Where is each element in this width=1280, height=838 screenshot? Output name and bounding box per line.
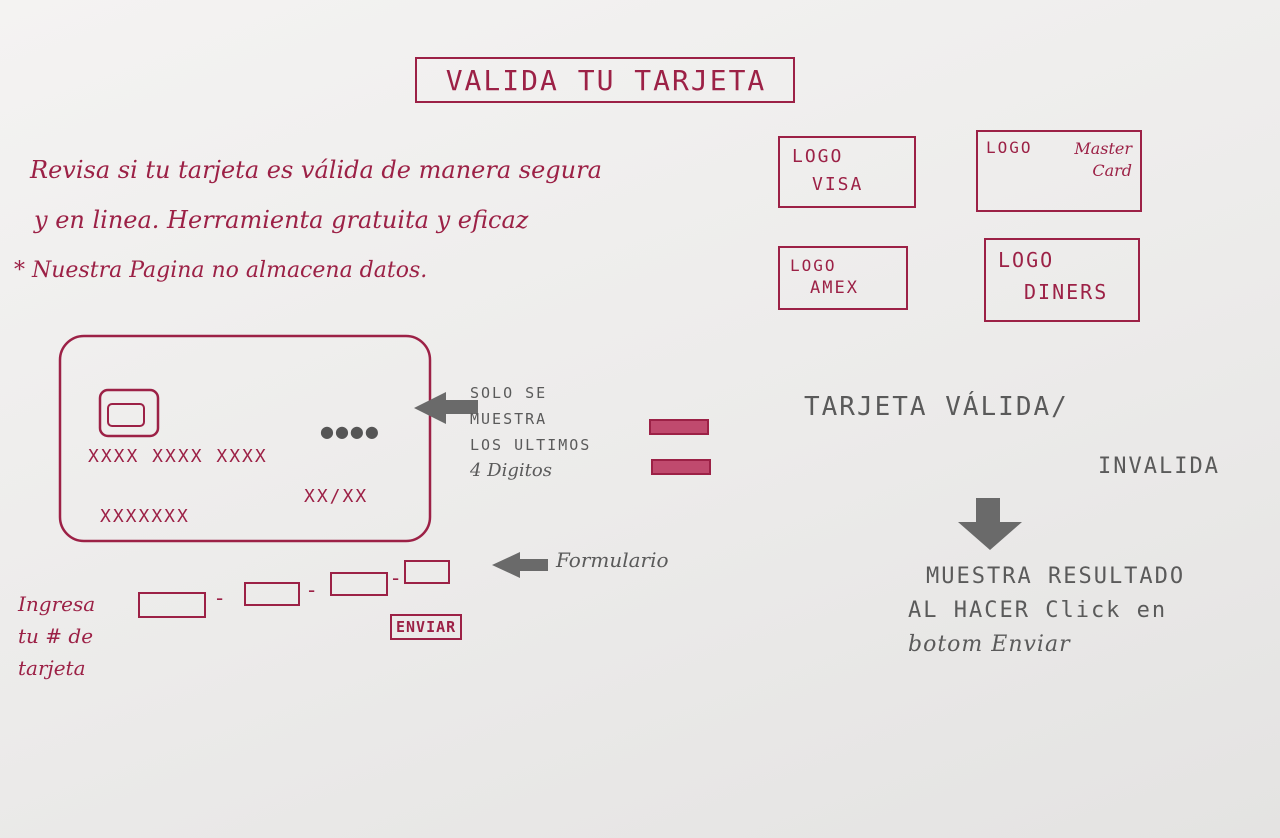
- dash-mark: [651, 459, 711, 475]
- card-expiry: XX/XX: [304, 486, 369, 507]
- logo-mastercard: LOGO Master Card: [976, 130, 1142, 212]
- page-title: VALIDA TU TARJETA: [445, 64, 767, 97]
- left-arrow-icon: [414, 392, 478, 424]
- separator: -: [216, 586, 224, 610]
- card-input-1[interactable]: [138, 592, 206, 618]
- card-number: XXXX XXXX XXXX: [88, 446, 268, 467]
- separator: -: [308, 578, 316, 602]
- intro-line-2: y en linea. Herramienta gratuita y efica…: [34, 206, 529, 234]
- dash-mark: [649, 419, 709, 435]
- down-arrow-icon: [958, 498, 1022, 550]
- left-arrow-icon: [492, 552, 548, 578]
- credit-card-outline: [58, 334, 432, 543]
- chip-icon: [98, 388, 160, 438]
- card-input-3[interactable]: [330, 572, 388, 596]
- card-input-4[interactable]: [404, 560, 450, 584]
- logo-diners: LOGO DINERS: [984, 238, 1140, 322]
- card-holder: XXXXXXX: [100, 506, 190, 527]
- privacy-note: * Nuestra Pagina no almacena datos.: [14, 258, 428, 283]
- intro-line-1: Revisa si tu tarjeta es válida de manera…: [30, 156, 602, 184]
- card-input-2[interactable]: [244, 582, 300, 606]
- card-last-digits: ●●●●: [320, 422, 380, 441]
- form-annotation: Formulario: [556, 548, 669, 572]
- separator: -: [392, 566, 400, 590]
- submit-button[interactable]: ENVIAR: [390, 614, 463, 640]
- logo-visa: LOGO VISA: [778, 136, 916, 208]
- card-note: SOLO SE MUESTRA LOS ULTIMOS 4 Digitos: [470, 384, 592, 481]
- result-note: MUESTRA RESULTADO AL HACER Click en boto…: [908, 564, 1186, 657]
- title-frame: [415, 57, 795, 103]
- result-invalid: INVALIDA: [1098, 454, 1220, 479]
- form-label: Ingresa tu # de tarjeta: [18, 592, 96, 680]
- logo-amex: LOGO AMEX: [778, 246, 908, 310]
- result-valid: TARJETA VÁLIDA/: [804, 392, 1069, 422]
